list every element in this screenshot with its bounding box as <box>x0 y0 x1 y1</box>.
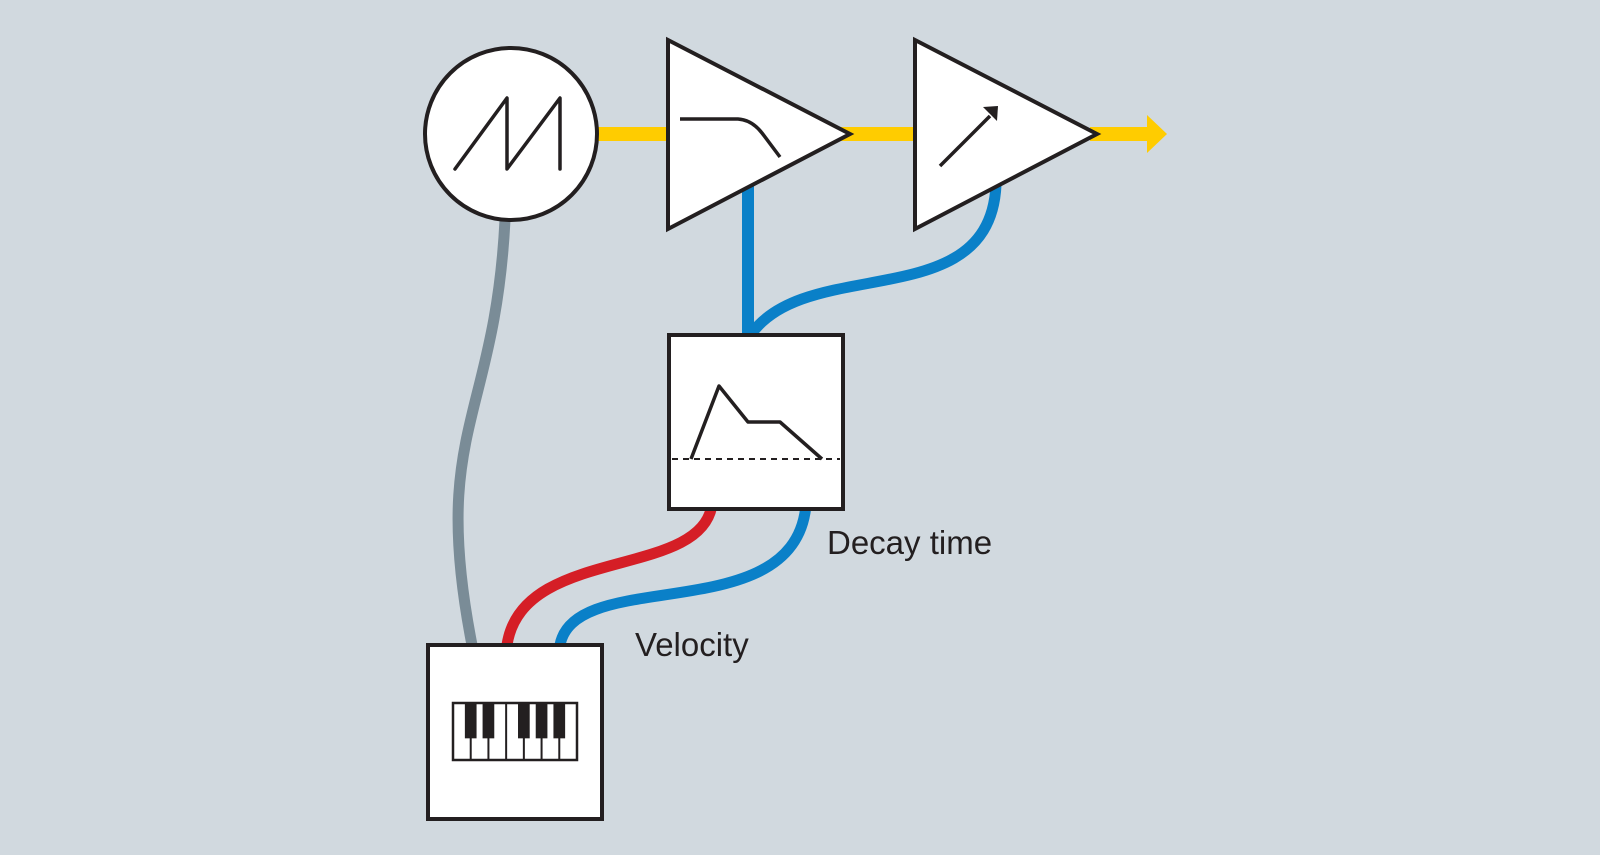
black-key <box>482 703 495 739</box>
lowpass-filter-icon <box>680 117 782 159</box>
envelope-module <box>667 333 845 511</box>
decay-cv-cable <box>554 504 812 647</box>
black-key <box>518 703 530 739</box>
keyboard-module <box>426 643 604 821</box>
velocity-label: Velocity <box>635 626 749 663</box>
filter-body <box>666 36 855 233</box>
sawtooth-wave-icon <box>453 96 562 171</box>
black-key <box>535 703 548 739</box>
piano-keyboard-icon <box>451 701 579 762</box>
gain-arrow-icon <box>938 106 998 168</box>
filter-module <box>666 36 855 233</box>
black-key <box>553 703 566 739</box>
envelope-to-amp-cable <box>747 184 1002 337</box>
velocity-cable <box>501 503 718 647</box>
audio-output-arrowhead <box>1147 115 1167 153</box>
black-key <box>464 703 477 739</box>
amplifier-module <box>913 36 1102 233</box>
decay-time-label: Decay time <box>827 524 992 561</box>
oscillator-module <box>423 46 599 222</box>
amplifier-body <box>913 36 1102 233</box>
pitch-cable <box>452 219 511 647</box>
adsr-envelope-icon <box>689 384 824 461</box>
oscillator-body <box>423 46 599 222</box>
